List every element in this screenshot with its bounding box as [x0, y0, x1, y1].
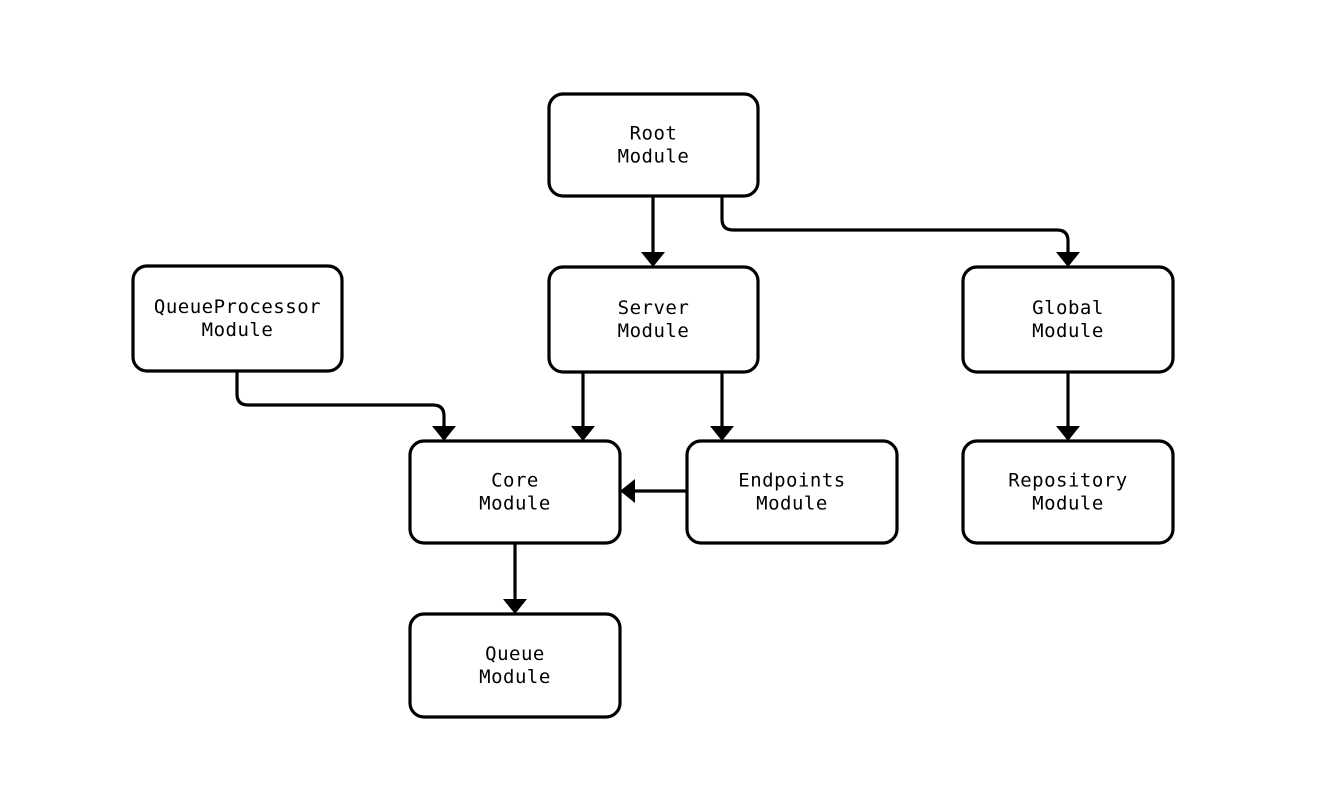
node-box-queue[interactable] [408, 612, 622, 719]
edge-server-to-core [571, 372, 595, 441]
nodes-layer: RootModuleQueueProcessorModuleServerModu… [131, 92, 1175, 719]
node-box-server[interactable] [547, 265, 760, 374]
edges-layer [235, 196, 1080, 614]
edge-arrowhead-root-to-server [641, 252, 665, 267]
node-label-line2-core: Module [479, 493, 551, 515]
node-label-line1-root: Root [630, 123, 678, 145]
node-label-line1-queue: Queue [485, 643, 545, 665]
edge-queueprocessor-to-core [235, 371, 456, 441]
node-label-line2-root: Module [618, 146, 690, 168]
edge-server-to-endpoints [710, 372, 734, 441]
node-box-repository[interactable] [961, 439, 1175, 545]
node-label-line2-queueprocessor: Module [202, 319, 274, 341]
node-label-line2-server: Module [618, 320, 690, 342]
node-label-line1-server: Server [618, 297, 690, 319]
node-box-global[interactable] [961, 265, 1175, 374]
edge-arrowhead-server-to-core [571, 426, 595, 441]
edge-arrowhead-core-to-queue [503, 599, 527, 614]
node-box-core[interactable] [408, 439, 622, 545]
edge-arrowhead-root-to-global [1056, 252, 1080, 267]
node-box-endpoints[interactable] [685, 439, 899, 545]
edge-arrowhead-endpoints-to-core [620, 479, 635, 503]
node-label-line1-queueprocessor: QueueProcessor [154, 296, 321, 318]
node-label-line2-endpoints: Module [756, 493, 828, 515]
edge-line-root-to-global [720, 196, 1070, 253]
edge-line-queueprocessor-to-core [235, 371, 446, 427]
node-box-root[interactable] [547, 92, 760, 198]
edge-global-to-repository [1056, 372, 1080, 441]
edge-arrowhead-global-to-repository [1056, 426, 1080, 441]
edge-root-to-server [641, 196, 665, 267]
edge-arrowhead-server-to-endpoints [710, 426, 734, 441]
edge-arrowhead-queueprocessor-to-core [432, 426, 456, 441]
node-label-line1-global: Global [1032, 297, 1104, 319]
node-label-line2-queue: Module [479, 666, 551, 688]
node-label-line1-repository: Repository [1008, 470, 1127, 492]
node-label-line2-global: Module [1032, 320, 1104, 342]
node-label-line2-repository: Module [1032, 493, 1104, 515]
node-box-queueprocessor[interactable] [131, 264, 344, 373]
edge-endpoints-to-core [620, 479, 687, 503]
edge-root-to-global [720, 196, 1080, 267]
node-label-line1-core: Core [491, 470, 539, 492]
node-label-line1-endpoints: Endpoints [738, 470, 845, 492]
edge-core-to-queue [503, 543, 527, 614]
